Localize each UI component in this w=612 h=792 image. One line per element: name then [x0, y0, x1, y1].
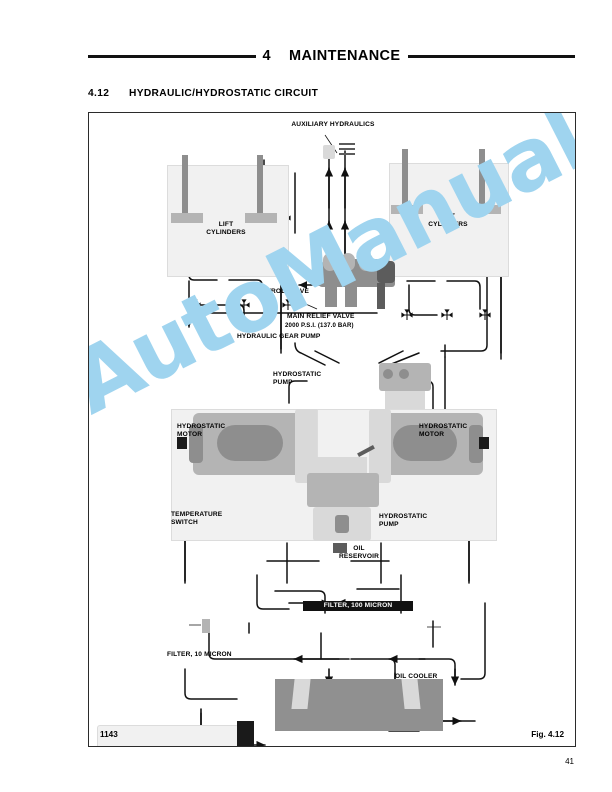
tandem-pump-top-plate	[315, 457, 367, 477]
reservoir-filter-element-right	[401, 679, 421, 709]
auxiliary-coupler-left	[323, 145, 335, 159]
label-filter-100-micron: FILTER, 100 MICRON	[303, 601, 413, 611]
label-oil-cooler: OIL COOLER	[395, 673, 438, 680]
control-valve-spool-3	[359, 253, 373, 271]
lift-cylinder-base-right	[245, 213, 277, 223]
label-oil-reservoir: OIL RESERVOIR	[338, 545, 380, 560]
lift-cylinder-rod-right	[257, 155, 263, 215]
running-header: 4 MAINTENANCE	[88, 44, 576, 68]
control-valve-spool-1	[323, 253, 337, 271]
hydrostatic-motor-right-barrel	[393, 425, 457, 461]
hydrostatic-pump-center-port	[335, 515, 349, 533]
label-main-relief-valve-spec: 2000 P.S.I. (137.0 BAR)	[285, 322, 354, 329]
label-hydrostatic-pump-upper: HYDROSTATIC PUMP	[273, 371, 322, 386]
page-number: 41	[565, 757, 574, 766]
hydrostatic-motor-right-endcap	[469, 425, 483, 463]
temperature-switch-body	[202, 619, 210, 633]
header-rule-left	[88, 54, 256, 58]
section-number: 4.12	[88, 88, 110, 99]
label-main-relief-valve: MAIN RELIEF VALVE	[287, 313, 355, 320]
label-lift-cylinders: LIFT CYLINDERS	[206, 221, 246, 236]
hydraulic-circuit-diagram: AUXILIARY HYDRAULICS LIFT CYLINDERS TILT…	[89, 113, 575, 746]
hydrostatic-pump-center-body	[307, 473, 379, 507]
label-control-valve: CONTROL VALVE	[251, 288, 309, 295]
label-auxiliary-hydraulics: AUXILIARY HYDRAULICS	[291, 121, 375, 128]
tilt-cylinder-group-box	[389, 163, 509, 277]
tilt-cylinder-base-left	[391, 205, 423, 214]
lift-cylinder-base-left	[171, 213, 203, 223]
chapter-number: 4	[262, 47, 271, 64]
hydrostatic-motor-left-endcap	[189, 425, 203, 463]
section-heading: 4.12 HYDRAULIC/HYDROSTATIC CIRCUIT	[88, 88, 318, 99]
label-hydrostatic-motor-right: HYDROSTATIC MOTOR	[419, 423, 468, 438]
header-rule-right	[407, 54, 576, 58]
auxiliary-coupler-rib-2	[339, 148, 355, 150]
auxiliary-coupler-rib-1	[339, 143, 355, 145]
control-valve-port-1	[325, 285, 337, 307]
figure-footer: 1143 Fig. 4.12	[89, 718, 575, 746]
section-title: HYDRAULIC/HYDROSTATIC CIRCUIT	[129, 88, 319, 99]
figure-frame: AUXILIARY HYDRAULICS LIFT CYLINDERS TILT…	[88, 112, 576, 747]
hydrostatic-pump-center-drain	[333, 543, 347, 553]
drawing-number: 1143	[100, 730, 118, 739]
tilt-cylinder-rod-right	[479, 149, 485, 207]
gear-pump-gear-1	[383, 369, 393, 379]
label-filter-10-micron: FILTER, 10 MICRON	[167, 651, 232, 658]
label-hydrostatic-pump-lower: HYDROSTATIC PUMP	[379, 513, 428, 528]
main-relief-valve-body	[377, 283, 385, 309]
tilt-cylinder-base-right	[469, 205, 501, 214]
label-tilt-cylinders: TILT CYLINDERS	[428, 213, 468, 228]
gear-pump-gear-2	[399, 369, 409, 379]
auxiliary-coupler-rib-3	[339, 153, 355, 155]
tilt-cylinder-rod-left	[402, 149, 408, 207]
hydrostatic-pump-right-housing	[369, 409, 391, 483]
label-hydraulic-gear-pump: HYDRAULIC GEAR PUMP	[237, 333, 321, 340]
chapter-title: MAINTENANCE	[288, 47, 401, 64]
label-temperature-switch: TEMPERATURE SWITCH	[171, 511, 223, 526]
hydrostatic-motor-left-barrel	[217, 425, 283, 461]
control-valve-port-2	[345, 285, 357, 307]
hydrostatic-motor-left-shaft	[177, 437, 187, 449]
label-hydrostatic-motor-left: HYDROSTATIC MOTOR	[177, 423, 226, 438]
control-valve-end-cap	[377, 261, 395, 283]
lift-cylinder-rod-left	[182, 155, 188, 215]
filter-10-micron-head	[237, 721, 254, 746]
figure-caption: Fig. 4.12	[531, 730, 564, 739]
control-valve-spool-2	[341, 253, 355, 271]
hydrostatic-motor-right-shaft	[479, 437, 489, 449]
reservoir-filter-element-left	[291, 679, 311, 709]
